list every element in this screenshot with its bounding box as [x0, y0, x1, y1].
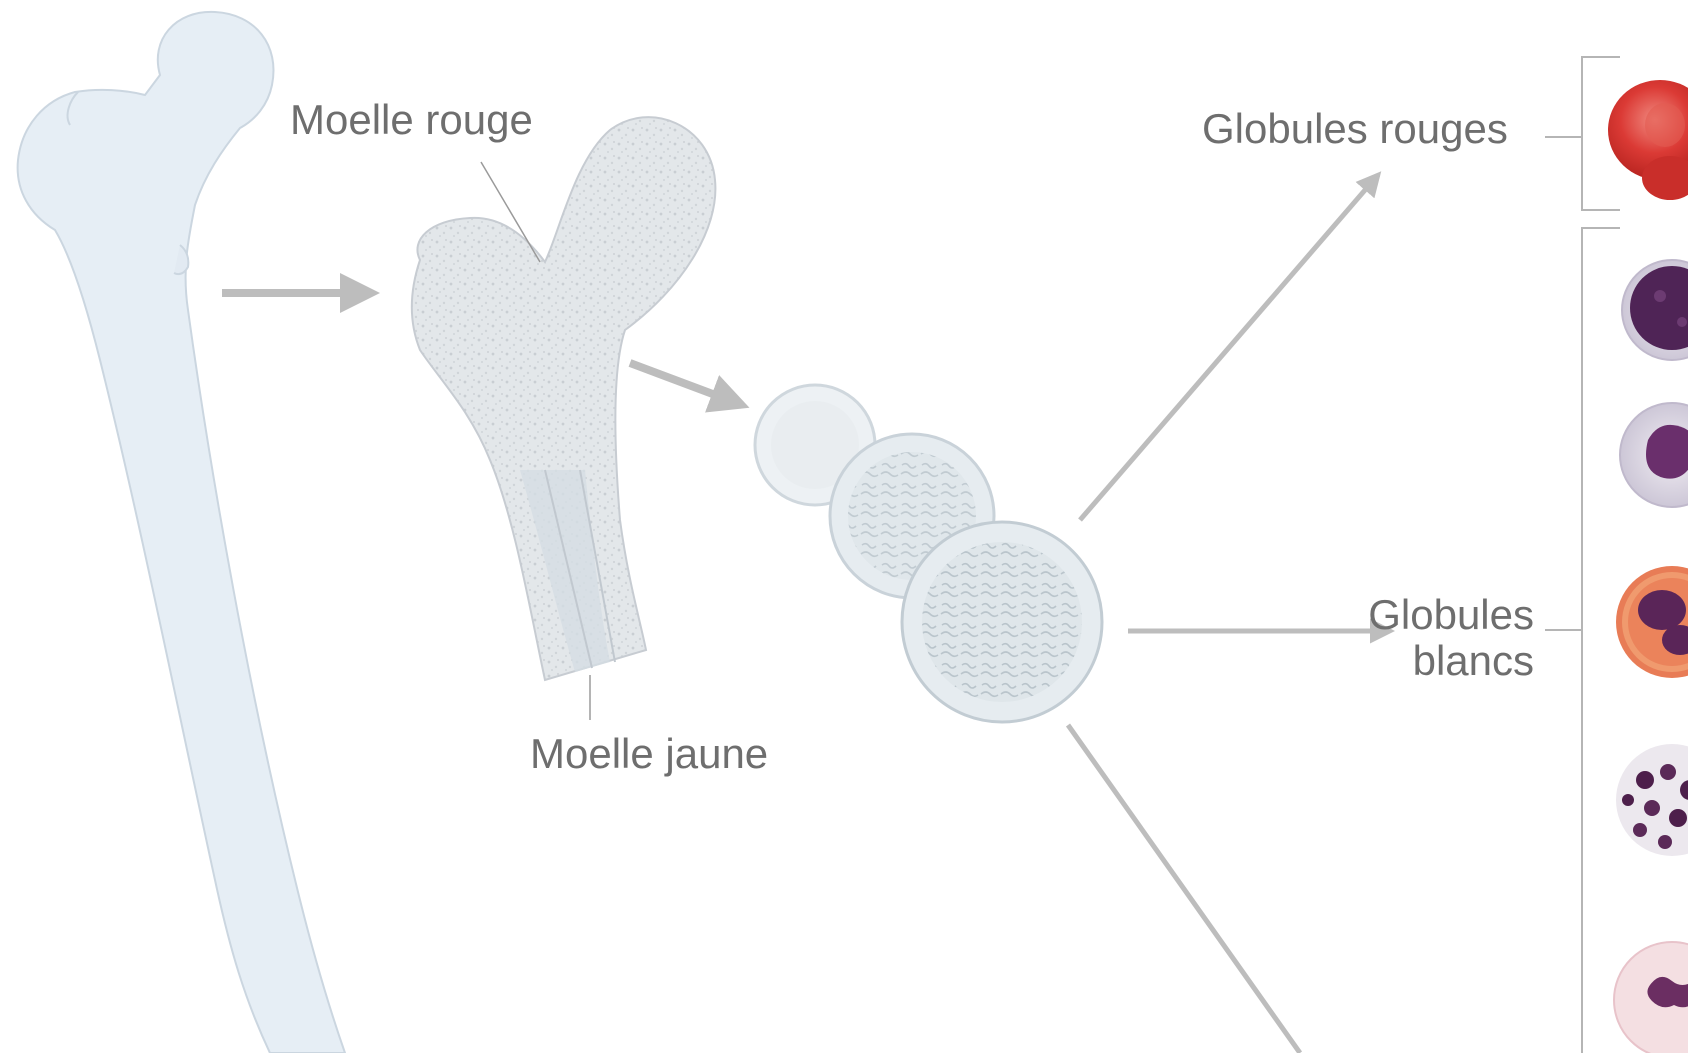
- arrow-to-platelets: [1068, 725, 1300, 1053]
- white-blood-cells-label-line2: blancs: [1368, 638, 1534, 684]
- red-blood-cells-label: Globules rouges: [1202, 106, 1508, 152]
- femur-illustration: [18, 12, 345, 1053]
- arrow-section-to-stem-cells: [630, 363, 742, 405]
- bracket-white-blood-cells: [1545, 228, 1620, 1053]
- eosinophil-icon: [1616, 566, 1688, 678]
- white-blood-cells-label-line1: Globules: [1368, 592, 1534, 638]
- monocyte-icon: [1620, 403, 1688, 507]
- femur-cross-section: [412, 117, 716, 680]
- lymphocyte-icon: [1622, 260, 1688, 360]
- stem-cells: [755, 385, 1102, 722]
- basophil-icon: [1616, 744, 1688, 856]
- red-blood-cell-icon: [1608, 80, 1688, 200]
- red-marrow-label: Moelle rouge: [290, 97, 533, 143]
- arrow-to-red-blood-cells: [1080, 175, 1378, 520]
- white-blood-cells-label: Globules blancs: [1368, 592, 1534, 684]
- yellow-marrow-label: Moelle jaune: [530, 731, 768, 777]
- neutrophil-icon: [1614, 942, 1688, 1053]
